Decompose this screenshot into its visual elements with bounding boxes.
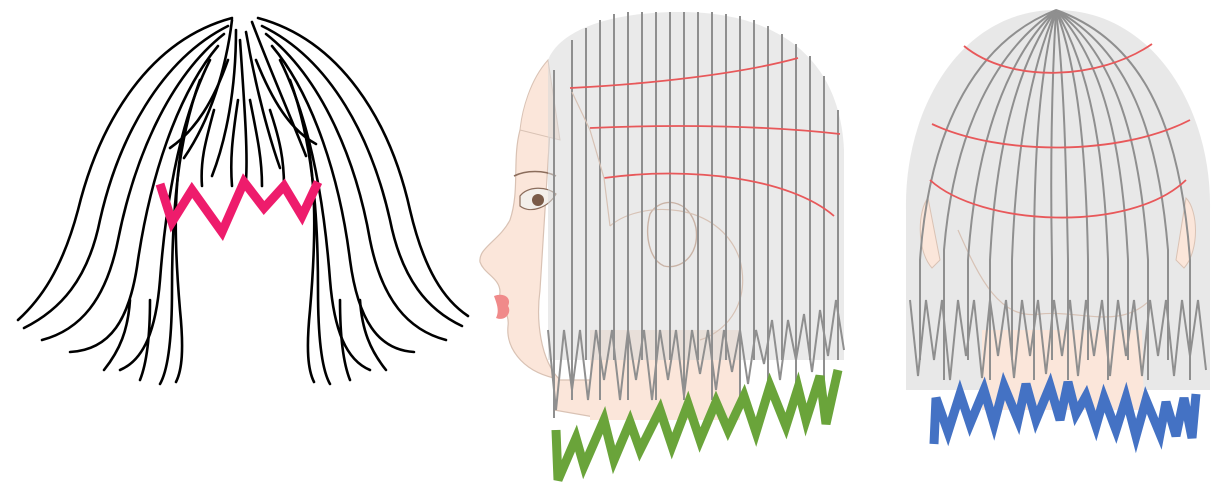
side-view-hair-mass	[548, 12, 844, 360]
back-zigzag	[934, 382, 1196, 444]
front-zigzag	[160, 182, 318, 232]
front-view-hair	[18, 18, 468, 384]
